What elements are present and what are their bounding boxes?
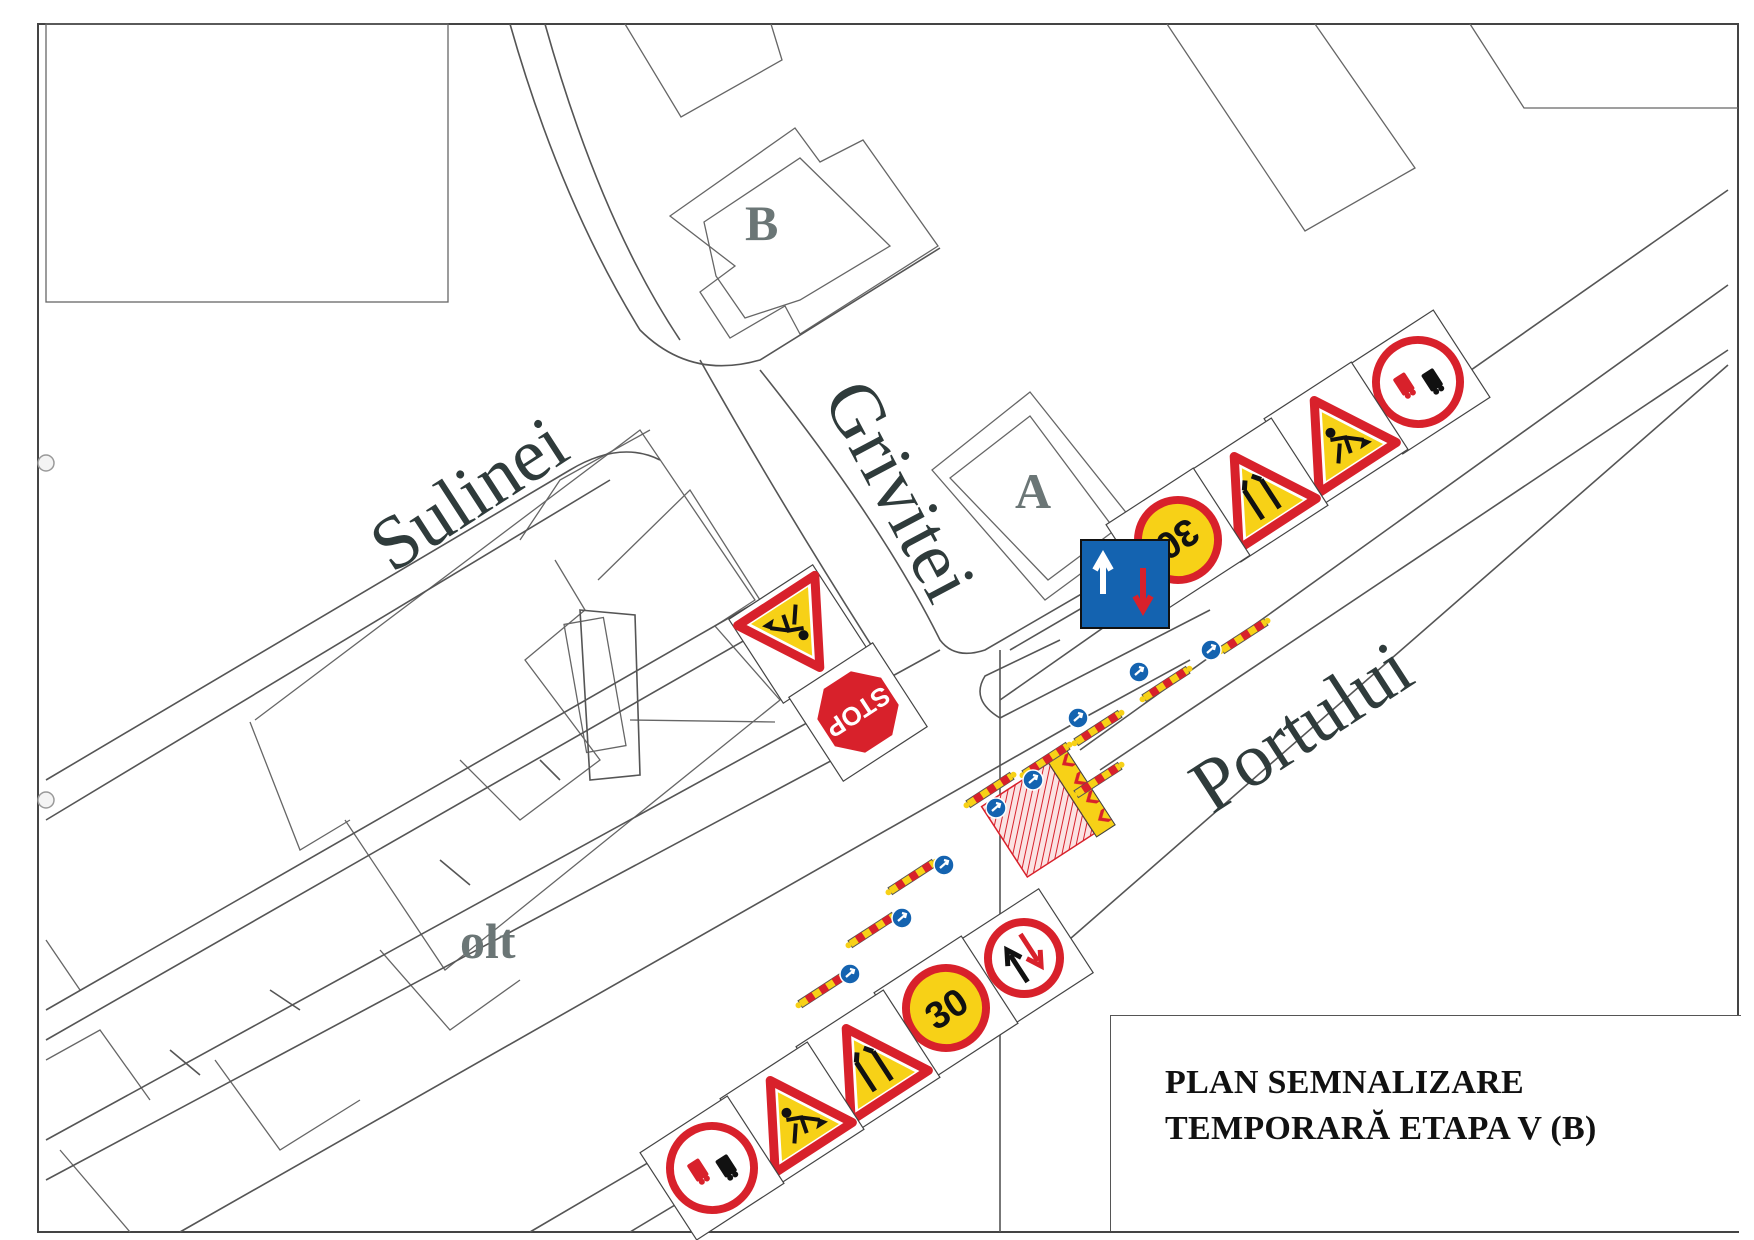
building-label-a: A (1015, 463, 1051, 519)
street-label-sulinei: Sulinei (356, 401, 582, 589)
map-frame (37, 23, 1739, 1233)
plan-title-line-2: TEMPORARĂ ETAPA V (B) (1165, 1110, 1597, 1147)
sign-stop: STOP (788, 642, 928, 782)
title-block: PLAN SEMNALIZARE TEMPORARĂ ETAPA V (B) (1110, 1015, 1741, 1231)
building-outlines (45, 23, 1738, 1233)
building-label-b: B (745, 195, 778, 251)
binder-hole (37, 791, 55, 809)
building-label-olt: olt (460, 913, 516, 969)
building-b (668, 127, 939, 339)
sign-no-overtaking-sw (639, 1095, 785, 1240)
street-label-grivitei: Grivitei (807, 367, 992, 615)
plan-title-line-1: PLAN SEMNALIZARE (1165, 1064, 1525, 1101)
binder-hole (37, 454, 55, 472)
sign-priority-over-oncoming (1081, 540, 1169, 628)
